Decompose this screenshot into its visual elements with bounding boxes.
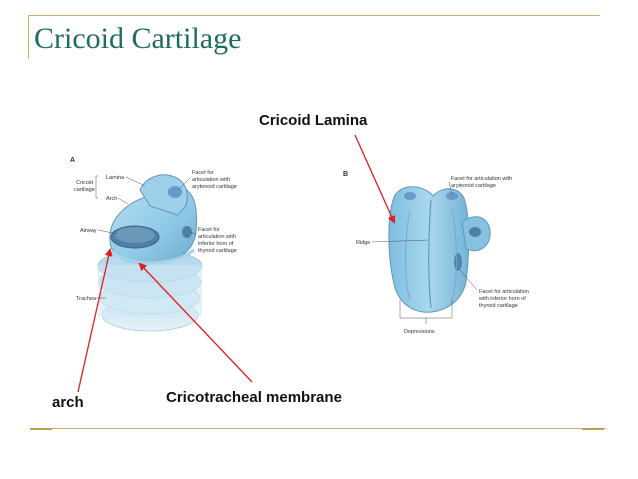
label-airway: Airway — [80, 228, 97, 234]
figure-b-labels: Facet for articulation with arytenoid ca… — [356, 176, 529, 335]
label-b-facet-thyroid-1: Facet for articulation — [479, 289, 529, 295]
label-arch: Arch — [106, 196, 117, 202]
cricoid-posterior-illustration — [388, 186, 491, 313]
label-a-facet-arytenoid-3: arytenoid cartilage — [192, 184, 237, 190]
label-a-facet-arytenoid-1: Facet for — [192, 170, 214, 176]
bottom-divider-accent-left — [30, 428, 52, 430]
bottom-divider-accent-right — [582, 428, 604, 430]
slide-title: Cricoid Cartilage — [34, 22, 242, 55]
annotation-cricotracheal-membrane: Cricotracheal membrane — [166, 389, 342, 406]
arrow-arch — [77, 248, 113, 393]
panel-letter-a: A — [70, 157, 75, 164]
label-depressions: Depressions — [404, 329, 435, 335]
label-b-facet-thyroid-2: with inferior horn of — [478, 296, 526, 302]
label-a-facet-thyroid-1: Facet for — [198, 227, 220, 233]
label-b-facet-arytenoid-1: Facet for articulation with — [451, 176, 512, 182]
left-divider — [28, 15, 29, 59]
cricoid-front-illustration — [109, 174, 198, 265]
panel-letter-b: B — [343, 171, 348, 178]
top-divider — [28, 15, 600, 16]
annotation-cricoid-lamina: Cricoid Lamina — [259, 112, 368, 129]
trachea-illustration — [97, 249, 203, 332]
label-a-facet-thyroid-4: thyroid cartilage — [198, 248, 237, 254]
figure-a-right-labels: Facet for articulation with arytenoid ca… — [179, 170, 237, 254]
annotation-arch: arch — [52, 394, 84, 411]
label-a-facet-thyroid-3: inferior horn of — [198, 241, 234, 247]
label-b-facet-thyroid-3: thyroid cartilage — [479, 303, 518, 309]
label-a-facet-arytenoid-2: articulation with — [192, 177, 230, 183]
label-cartilage: cartilage — [74, 187, 95, 193]
arrow-cricoid-lamina — [354, 134, 396, 224]
label-cricoid: Cricoid — [76, 180, 93, 186]
label-b-facet-arytenoid-2: arytenoid cartilage — [451, 183, 496, 189]
arrow-cricotracheal-membrane — [138, 262, 253, 383]
label-a-facet-thyroid-2: articulation with — [198, 234, 236, 240]
label-trachea: Trachea — [76, 296, 97, 302]
label-ridge: Ridge — [356, 240, 370, 246]
annotation-arrows — [77, 134, 396, 393]
label-lamina: Lamina — [106, 175, 125, 181]
bottom-divider — [30, 428, 606, 429]
figure-a-left-labels: Cricoid cartilage Lamina Arch Airway Tra… — [74, 175, 146, 302]
